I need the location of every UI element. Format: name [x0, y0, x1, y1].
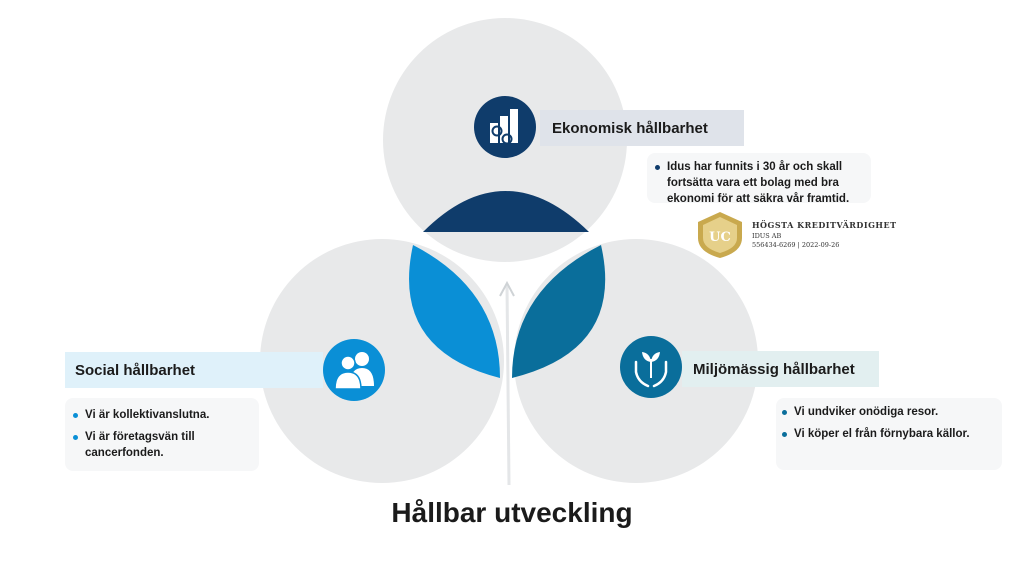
environmental-card: Vi undviker onödiga resor. Vi köper el f… [776, 398, 1002, 470]
social-card: Vi är kollektivanslutna. Vi är företagsv… [65, 398, 259, 471]
economic-card: Idus har funnits i 30 år och skall forts… [647, 153, 871, 205]
economic-label-text: Ekonomisk hållbarhet [552, 119, 708, 137]
badge-line-3: 556434-6269 | 2022-09-26 [752, 241, 840, 249]
environmental-bullet: Vi undviker onödiga resor. [782, 404, 994, 420]
badge-line-2: IDUS AB [752, 232, 782, 240]
social-lens [409, 245, 500, 378]
bar-chart-gears-icon [474, 96, 536, 158]
diagram-title: Hållbar utveckling [391, 497, 633, 528]
uc-badge-text: HÖGSTA KREDITVÄRDIGHET IDUS AB 556434-62… [752, 220, 897, 249]
social-bullet: Vi är företagsvän till cancerfonden. [73, 429, 251, 461]
social-label-text: Social hållbarhet [75, 361, 196, 379]
social-bullet: Vi är kollektivanslutna. [73, 407, 251, 423]
economic-lens [423, 191, 589, 232]
badge-line-1: HÖGSTA KREDITVÄRDIGHET [752, 220, 897, 230]
arrow-up-icon [505, 284, 511, 486]
hands-plant-icon [620, 336, 682, 398]
environmental-bullet: Vi köper el från förnybara källor. [782, 426, 994, 442]
uc-credit-badge-icon: UC [698, 212, 742, 258]
social-label: Social hållbarhet [65, 352, 323, 388]
environmental-label-text: Miljömässig hållbarhet [693, 360, 855, 378]
economic-bullet: Idus har funnits i 30 år och skall forts… [655, 159, 863, 207]
economic-label: Ekonomisk hållbarhet [540, 110, 744, 146]
people-icon [323, 339, 385, 401]
environmental-label: Miljömässig hållbarhet [682, 351, 879, 387]
uc-logo-text: UC [709, 230, 731, 245]
arrow-head [499, 280, 515, 297]
environmental-lens [512, 245, 606, 378]
